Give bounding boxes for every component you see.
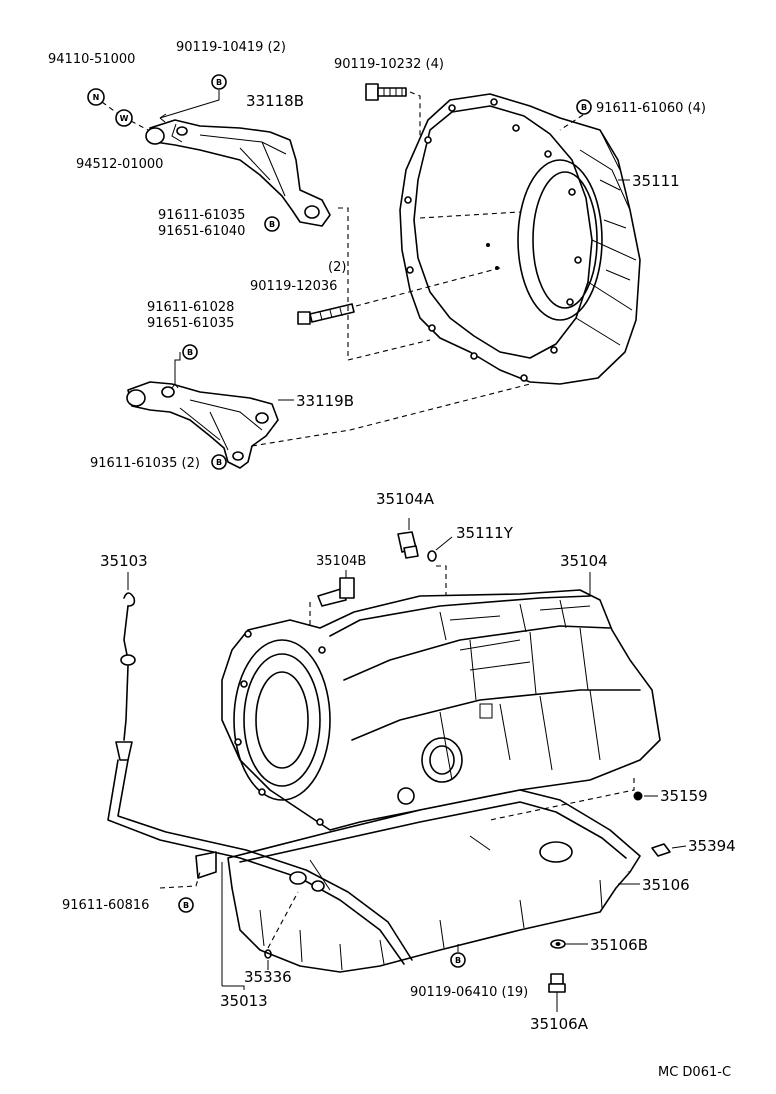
label-35106: 35106 — [642, 876, 690, 894]
leader-w-bracket — [130, 120, 149, 131]
svg-text:B: B — [183, 901, 189, 910]
bolt-90119-12036 — [297, 303, 355, 325]
magnet-35394 — [651, 843, 671, 857]
leader-35336-dash — [267, 891, 299, 949]
union-35104b — [317, 577, 355, 607]
oring-35111y — [427, 550, 437, 562]
label-35106a: 35106A — [530, 1015, 589, 1033]
label-33119b: 33119B — [296, 392, 354, 410]
leader-35013 — [221, 862, 245, 990]
bell-housing-35111 — [399, 93, 641, 385]
bolt-marker-b-60816: B — [178, 897, 194, 913]
svg-text:B: B — [187, 348, 193, 357]
svg-text:B: B — [216, 458, 222, 467]
leader-60816-dash — [159, 871, 201, 889]
plug-35104a — [397, 531, 419, 559]
bolt-marker-b-61035a: B — [264, 216, 280, 232]
bolt-marker-b-10419: B — [211, 74, 227, 90]
svg-text:W: W — [120, 114, 129, 123]
leader-61028 — [174, 352, 181, 384]
oil-pan-35106 — [227, 789, 641, 973]
bolt-marker-b-61028: B — [182, 344, 198, 360]
label-90119-12036: 90119-12036 — [250, 279, 337, 294]
bracket-33119b — [126, 381, 279, 469]
label-91611-60816: 91611-60816 — [62, 898, 149, 913]
svg-text:N: N — [93, 93, 100, 102]
label-35111: 35111 — [632, 172, 680, 190]
arrow-61028 — [171, 383, 179, 389]
diagram-code: MC D061-C — [658, 1065, 731, 1080]
oring-35336 — [264, 949, 272, 959]
label-94110-51000: 94110-51000 — [48, 52, 135, 67]
label-90119-06410: 90119-06410 (19) — [410, 985, 528, 1000]
leader-n-w — [101, 101, 118, 114]
label-qty-2: (2) — [328, 260, 346, 275]
label-35103: 35103 — [100, 552, 148, 570]
bolt-marker-b-06410: B — [450, 952, 466, 968]
leader-housing-1 — [419, 211, 521, 219]
svg-text:B: B — [581, 103, 587, 112]
svg-text:B: B — [455, 956, 461, 965]
label-91611-61028: 91611-61028 — [147, 300, 234, 315]
dipstick-35103 — [120, 592, 136, 741]
label-35106b: 35106B — [590, 936, 648, 954]
arrow-10419 — [159, 113, 167, 123]
label-33118b: 33118B — [246, 92, 304, 110]
bracket-33118b — [145, 119, 331, 227]
bolt-marker-b-61035b: B — [211, 454, 227, 470]
label-90119-10419: 90119-10419 (2) — [176, 40, 286, 55]
label-94512-01000: 94512-01000 — [76, 157, 163, 172]
label-35394: 35394 — [688, 837, 736, 855]
svg-text:B: B — [269, 220, 275, 229]
leader-35104a-case — [436, 565, 447, 604]
leader-35394 — [671, 845, 687, 849]
label-91611-61035-b: 91611-61035 (2) — [90, 456, 200, 471]
bolt-90119-10232 — [365, 83, 407, 101]
gasket-35106b — [550, 939, 566, 949]
label-91611-61035-a: 91611-61035 — [158, 208, 245, 223]
leader-12036 — [355, 267, 501, 307]
leader-35111y — [435, 536, 453, 551]
label-35013: 35013 — [220, 992, 268, 1010]
label-91611-61060: 91611-61060 (4) — [596, 101, 706, 116]
transmission-case-35104 — [221, 589, 661, 831]
washer-w: W — [115, 109, 133, 127]
label-35159: 35159 — [660, 787, 708, 805]
gasket-35159 — [633, 791, 643, 801]
label-35104b: 35104B — [316, 554, 366, 569]
filler-tube-35013 — [107, 741, 413, 965]
label-35111y: 35111Y — [456, 524, 514, 542]
leader-33119b-housing — [251, 383, 531, 447]
label-35336: 35336 — [244, 968, 292, 986]
drain-plug-35106a — [548, 973, 566, 993]
label-35104a: 35104A — [376, 490, 435, 508]
leader-33118b-housing — [338, 207, 431, 361]
washer-n: N — [87, 88, 105, 106]
leader-10419 — [159, 90, 220, 119]
bolt-marker-b-61060: B — [576, 99, 592, 115]
label-91651-61035: 91651-61035 — [147, 316, 234, 331]
label-35104: 35104 — [560, 552, 608, 570]
label-91651-61040: 91651-61040 — [158, 224, 245, 239]
leader-61060 — [559, 114, 584, 131]
svg-text:B: B — [216, 78, 222, 87]
leader-pan-case — [489, 778, 635, 821]
label-90119-10232: 90119-10232 (4) — [334, 57, 444, 72]
